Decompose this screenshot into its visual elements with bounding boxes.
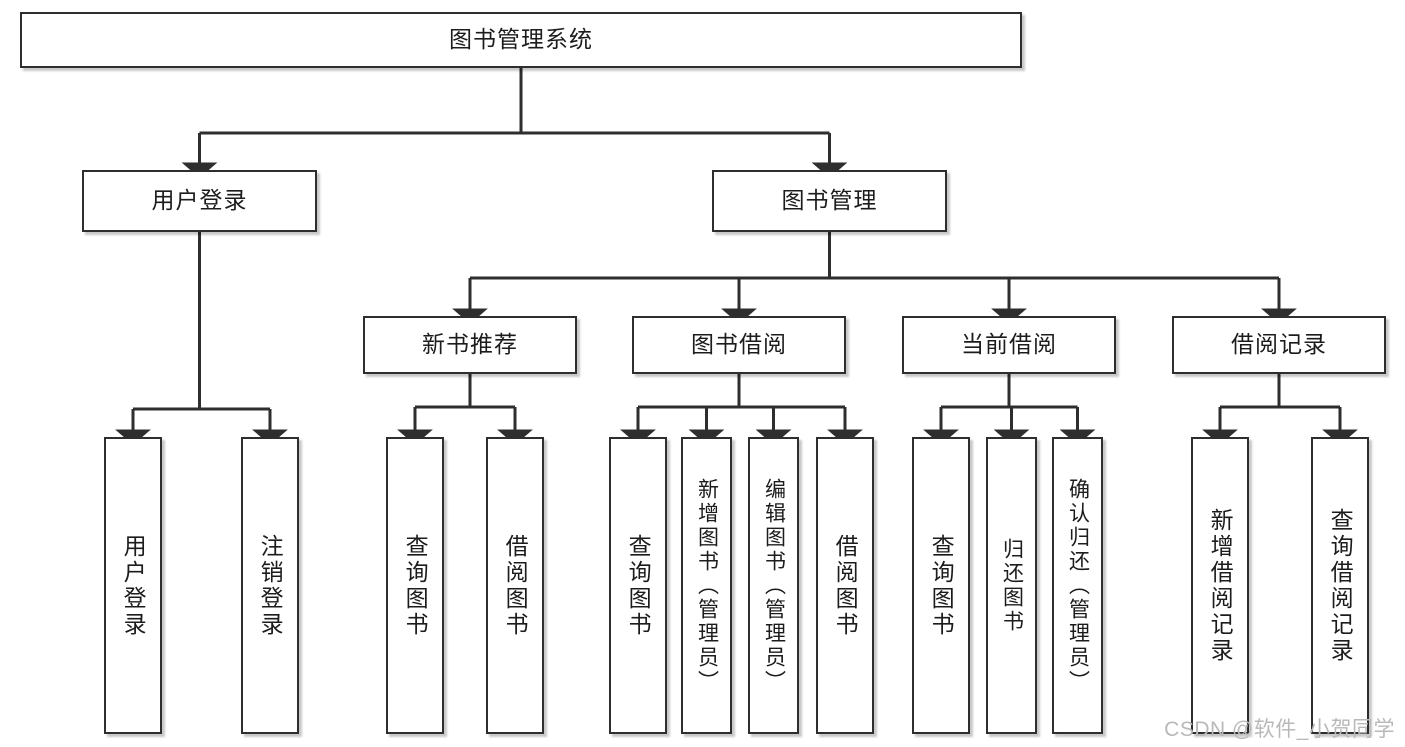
node-box-f_b2[interactable]: 借阅图书 [816,437,874,734]
node-box-f_q3[interactable]: 查询图书 [912,437,970,734]
node-box-f_edit[interactable]: 编辑图书（管理员） [748,437,799,734]
node-label-newbook: 新书推荐 [422,331,518,358]
node-label-f_edit: 编辑图书（管理员） [762,477,786,694]
node-box-current[interactable]: 当前借阅 [902,316,1116,374]
node-box-f_ret[interactable]: 归还图书 [986,437,1037,734]
node-label-f_b2: 借阅图书 [832,533,859,638]
node-box-f_conf[interactable]: 确认归还（管理员） [1052,437,1103,734]
node-label-borrow: 图书借阅 [691,331,787,358]
node-label-f_q2: 查询图书 [625,533,652,638]
node-label-login: 用户登录 [151,187,248,214]
node-box-borrow[interactable]: 图书借阅 [632,316,846,374]
node-box-f_login[interactable]: 用户登录 [104,437,162,734]
connector-group [115,68,1358,445]
node-label-f_qrec: 查询借阅记录 [1327,507,1354,664]
node-box-f_q1[interactable]: 查询图书 [386,437,444,734]
node-label-f_logout: 注销登录 [257,533,284,638]
node-box-f_logout[interactable]: 注销登录 [241,437,299,734]
node-box-f_qrec[interactable]: 查询借阅记录 [1311,437,1369,734]
node-label-f_q1: 查询图书 [402,533,429,638]
node-label-f_addrec: 新增借阅记录 [1207,507,1234,664]
node-box-root[interactable]: 图书管理系统 [20,12,1022,68]
node-box-f_q2[interactable]: 查询图书 [609,437,667,734]
node-box-bookmgmt[interactable]: 图书管理 [712,170,947,232]
node-label-f_q3: 查询图书 [928,533,955,638]
node-label-records: 借阅记录 [1231,331,1327,358]
node-label-f_login: 用户登录 [120,533,147,638]
node-box-f_addrec[interactable]: 新增借阅记录 [1191,437,1249,734]
node-label-current: 当前借阅 [961,331,1057,358]
node-label-f_add: 新增图书（管理员） [695,477,719,694]
node-box-records[interactable]: 借阅记录 [1172,316,1386,374]
node-box-newbook[interactable]: 新书推荐 [363,316,577,374]
node-label-root: 图书管理系统 [449,26,593,53]
node-box-f_b1[interactable]: 借阅图书 [486,437,544,734]
node-label-bookmgmt: 图书管理 [781,187,878,214]
node-label-f_conf: 确认归还（管理员） [1066,477,1090,694]
node-label-f_ret: 归还图书 [1000,537,1024,634]
node-label-f_b1: 借阅图书 [502,533,529,638]
node-box-f_add[interactable]: 新增图书（管理员） [681,437,732,734]
node-box-login[interactable]: 用户登录 [82,170,317,232]
